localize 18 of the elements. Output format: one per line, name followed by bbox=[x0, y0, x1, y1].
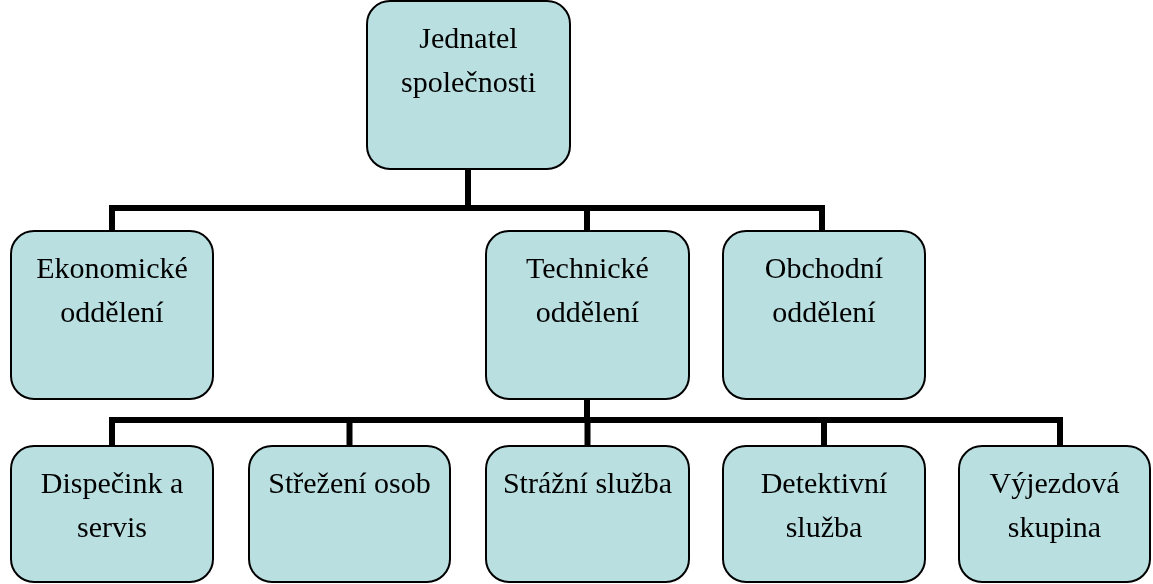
org-box bbox=[485, 445, 690, 583]
node-label: Ekonomické oddělení bbox=[35, 250, 189, 330]
org-box bbox=[958, 445, 1151, 583]
org-box bbox=[722, 445, 926, 583]
node-label: Střežení osob bbox=[268, 465, 431, 501]
node-label: Obchodní oddělení bbox=[763, 250, 885, 330]
node-label: Výjezdová skupina bbox=[988, 465, 1121, 545]
org-box bbox=[722, 230, 926, 400]
node-label: Detektivní služba bbox=[759, 465, 889, 545]
node-label: Technické oddělení bbox=[525, 250, 650, 330]
org-box bbox=[10, 230, 214, 400]
node-label: Dispečink a servis bbox=[39, 465, 185, 545]
org-box bbox=[248, 445, 451, 583]
org-box bbox=[485, 230, 690, 400]
node-label: Strážní služba bbox=[502, 465, 673, 501]
org-box bbox=[10, 445, 214, 583]
node-label: Jednatel společnosti bbox=[400, 20, 537, 100]
org-box bbox=[366, 0, 571, 170]
